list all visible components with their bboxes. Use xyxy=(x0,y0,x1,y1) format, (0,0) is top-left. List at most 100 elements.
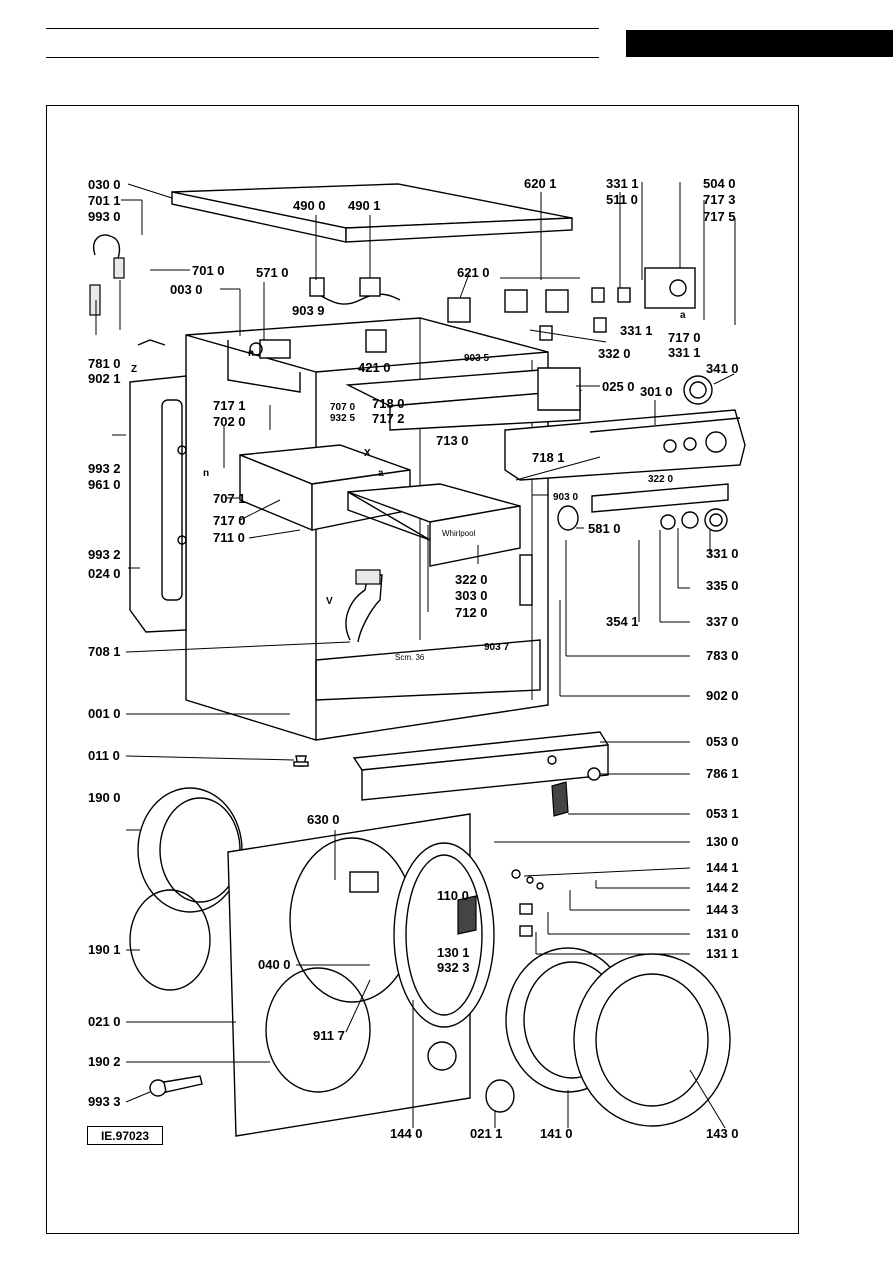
cabinet-mark-text: Scm. 36 xyxy=(395,653,425,662)
label-331-1-top: 331 1 xyxy=(606,176,639,191)
label-131-0: 131 0 xyxy=(706,926,739,941)
valve-part xyxy=(249,339,291,359)
label-620-1: 620 1 xyxy=(524,176,557,191)
label-strip-part xyxy=(591,483,729,513)
label-354-1: 354 1 xyxy=(606,614,639,629)
label-932-5: 932 5 xyxy=(330,413,355,424)
label-911-7: 911 7 xyxy=(313,1028,345,1043)
label-130-1: 130 1 xyxy=(437,945,470,960)
label-717-2: 717 2 xyxy=(372,411,405,426)
pressure-switch-part xyxy=(557,505,579,531)
label-030-0: 030 0 xyxy=(88,177,121,192)
label-717-3: 717 3 xyxy=(703,192,736,207)
label-571-0: 571 0 xyxy=(256,265,289,280)
hinge-strip-part xyxy=(519,554,533,606)
document-reference-code: IE.97023 xyxy=(87,1126,163,1145)
label-717-5: 717 5 xyxy=(703,209,736,224)
label-621-0: 621 0 xyxy=(457,265,490,280)
filter-cover-part xyxy=(551,781,569,817)
door-bezel-part xyxy=(573,953,731,1127)
label-701-0: 701 0 xyxy=(192,263,225,278)
plinth-part xyxy=(352,731,610,801)
label-781-0: 781 0 xyxy=(88,356,121,371)
label-903-9: 903 9 xyxy=(292,303,325,318)
label-337-0: 337 0 xyxy=(706,614,739,629)
label-021-0: 021 0 xyxy=(88,1014,121,1029)
switch-parts xyxy=(447,287,631,341)
label-144-3: 144 3 xyxy=(706,902,739,917)
label-341-0: 341 0 xyxy=(706,361,739,376)
label-n-mid: n xyxy=(248,348,254,359)
label-190-2: 190 2 xyxy=(88,1054,121,1069)
label-708-1: 708 1 xyxy=(88,644,121,659)
filter-part xyxy=(365,329,387,353)
label-024-0: 024 0 xyxy=(88,566,121,581)
part-number-labels: 030 0 701 1 993 0 701 0 003 0 781 0 902 … xyxy=(88,176,739,1141)
label-702-0: 702 0 xyxy=(213,414,246,429)
header-rule-top xyxy=(46,28,599,29)
label-504-0: 504 0 xyxy=(703,176,736,191)
wiring-harness-part xyxy=(309,277,401,305)
screw-parts xyxy=(511,869,544,937)
diagram-frame xyxy=(46,105,799,1234)
header-black-tab xyxy=(626,30,893,57)
label-303-0: 303 0 xyxy=(455,588,488,603)
brand-panel-text: Whirlpool xyxy=(442,529,476,538)
label-332-0: 332 0 xyxy=(598,346,631,361)
cap-part xyxy=(587,767,601,781)
label-322-0-right: 322 0 xyxy=(648,474,673,485)
label-903-5: 903 5 xyxy=(464,353,489,364)
spanner-part xyxy=(149,1075,203,1097)
label-003-0: 003 0 xyxy=(170,282,203,297)
door-ring-part xyxy=(393,842,495,1028)
timer-part xyxy=(644,267,696,309)
label-053-1: 053 1 xyxy=(706,806,739,821)
header-rule-bottom xyxy=(46,57,599,58)
fascia-part xyxy=(504,409,746,481)
label-701-1: 701 1 xyxy=(88,193,121,208)
label-144-1: 144 1 xyxy=(706,860,739,875)
hinge-part xyxy=(457,895,477,935)
label-993-0: 993 0 xyxy=(88,209,121,224)
hose-part xyxy=(89,234,166,346)
label-993-2-b: 993 2 xyxy=(88,547,121,562)
label-961-0: 961 0 xyxy=(88,477,121,492)
label-a-mid: a xyxy=(378,468,384,479)
sump-hose-part xyxy=(345,569,383,643)
knob-parts xyxy=(660,508,728,532)
label-x: X xyxy=(364,448,371,459)
label-143-0: 143 0 xyxy=(706,1126,739,1141)
label-932-3: 932 3 xyxy=(437,960,470,975)
label-581-0: 581 0 xyxy=(588,521,621,536)
label-190-1: 190 1 xyxy=(88,942,121,957)
label-421-0: 421 0 xyxy=(358,360,391,375)
dispenser-drawer-part xyxy=(347,483,521,567)
label-z: Z xyxy=(131,364,137,375)
label-511-0: 511 0 xyxy=(606,192,638,207)
label-130-0: 130 0 xyxy=(706,834,739,849)
label-190-0: 190 0 xyxy=(88,790,121,805)
label-131-1: 131 1 xyxy=(706,946,739,961)
label-053-0: 053 0 xyxy=(706,734,739,749)
label-001-0: 001 0 xyxy=(88,706,121,721)
label-630-0: 630 0 xyxy=(307,812,340,827)
label-v: V xyxy=(326,596,333,607)
door-lock-part xyxy=(349,871,379,893)
label-a-right: a xyxy=(680,310,686,321)
control-panel-part xyxy=(345,367,583,431)
label-490-0: 490 0 xyxy=(293,198,326,213)
label-144-0: 144 0 xyxy=(390,1126,423,1141)
label-711-0: 711 0 xyxy=(213,530,245,545)
label-322-0: 322 0 xyxy=(455,572,488,587)
top-cover-part xyxy=(171,183,573,243)
label-783-0: 783 0 xyxy=(706,648,739,663)
label-717-1: 717 1 xyxy=(213,398,246,413)
label-902-1: 902 1 xyxy=(88,371,121,386)
label-025-0: 025 0 xyxy=(602,379,635,394)
label-331-1-low: 331 1 xyxy=(668,345,701,360)
programme-knob-part xyxy=(683,375,713,405)
label-717-0-left: 717 0 xyxy=(213,513,246,528)
label-903-0: 903 0 xyxy=(553,492,578,503)
label-707-0: 707 0 xyxy=(330,402,355,413)
